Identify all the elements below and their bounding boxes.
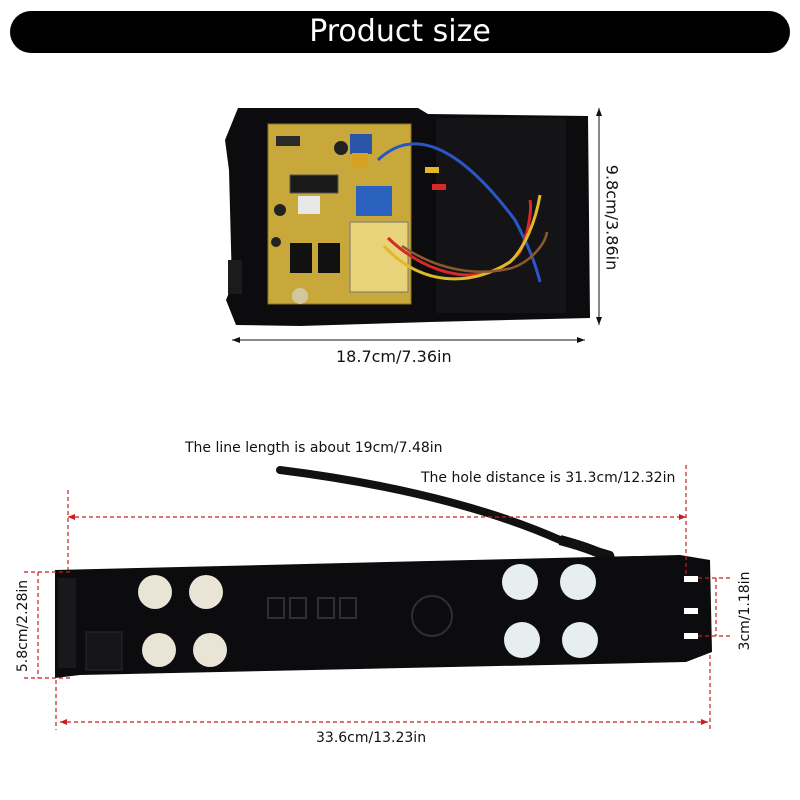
hole-gap-label: 3cm/1.18in xyxy=(737,571,753,651)
panel-height-label: 5.8cm/2.28in xyxy=(15,579,31,673)
top-width-dimension xyxy=(232,337,585,343)
panel-dimension-lines xyxy=(24,465,730,730)
hole-distance-label: The hole distance is 31.3cm/12.32in xyxy=(421,470,676,486)
top-width-label: 18.7cm/7.36in xyxy=(336,347,452,366)
top-height-dimension xyxy=(596,108,602,325)
control-box-image xyxy=(225,108,590,326)
title-banner: Product size xyxy=(10,11,790,53)
control-panel-image xyxy=(55,466,712,678)
top-height-label: 9.8cm/3.86in xyxy=(602,164,622,271)
panel-length-label: 33.6cm/13.23in xyxy=(316,730,427,746)
banner-title: Product size xyxy=(309,14,491,49)
panel-dimension-arrowheads xyxy=(60,514,708,725)
line-length-label: The line length is about 19cm/7.48in xyxy=(185,440,443,456)
